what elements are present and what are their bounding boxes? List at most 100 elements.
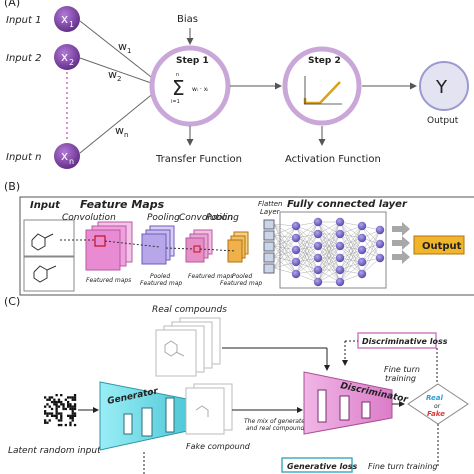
convolution-1-label: Convolution (62, 213, 116, 223)
bias-label: Bias (177, 14, 198, 25)
generative-loss-label: Generative loss (287, 462, 357, 471)
input-title-b: Input (30, 200, 61, 211)
step1-label: Step 1 (176, 56, 209, 66)
fc-node (357, 269, 367, 279)
fc-layer-frame (279, 211, 387, 289)
panel-b-frame (19, 196, 474, 296)
discriminator-block: Discriminator (303, 371, 409, 435)
pooling-1-label: Pooling (147, 213, 180, 223)
caption-pooled-2-line1: Pooled (232, 273, 252, 280)
fc-node (313, 229, 323, 239)
conv1-to-pool1-link (104, 240, 161, 248)
output-node-a: Y (419, 61, 469, 111)
convolution-2-label: Convolution (179, 213, 233, 223)
fc-node (335, 253, 345, 263)
caption-pooled-2-line2: Featured map (220, 280, 262, 287)
flatten-layer (263, 219, 275, 274)
sum-bottom: i=1 (171, 99, 180, 105)
flatten-label-line2: Layer (260, 208, 281, 216)
fc-node (335, 277, 345, 287)
fine-turn-training-2-label: Fine turn training (368, 462, 437, 471)
discriminative-loss-label: Discriminative loss (362, 337, 448, 346)
transfer-function-label: Transfer Function (155, 154, 242, 165)
fine-turn-training-1-line2: training (385, 374, 416, 383)
panel-c: (C) Real compounds Discriminative loss F… (4, 295, 469, 474)
step2-label: Step 2 (308, 56, 341, 66)
fc-node (291, 233, 301, 243)
weight-line-1 (79, 20, 156, 81)
weight-w2: w2 (108, 68, 121, 83)
weight-wn: wn (115, 124, 128, 139)
input-node-1-sub: 1 (69, 20, 74, 29)
fc-node (335, 229, 345, 239)
input-node-2-sub: 2 (69, 58, 74, 67)
input-1-label: Input 1 (6, 15, 41, 26)
pool1-feature-stack (141, 225, 175, 265)
input-node-1-text: x (61, 12, 68, 26)
latent-random-input-label: Latent random input (8, 446, 101, 456)
real-or-fake-decision: Real or Fake (407, 383, 469, 425)
panel-c-label: (C) (4, 295, 20, 308)
sum-term: wᵢ · xᵢ (192, 86, 208, 93)
conv2-feature-stack (185, 229, 213, 263)
caption-pooled-1-line2: Featured map (140, 280, 182, 287)
input-node-1: x 1 (54, 6, 80, 32)
fc-node (357, 245, 367, 255)
real-compounds-label: Real compounds (152, 305, 227, 315)
fake-compound-sheets (185, 383, 233, 435)
latent-noise-pattern (44, 394, 77, 427)
mix-label-line2: and real compounds (246, 425, 307, 432)
panel-a-label: (A) (4, 0, 20, 9)
fc-node (313, 241, 323, 251)
output-label-a: Output (427, 116, 459, 126)
fc-node (313, 217, 323, 227)
caption-featured-maps-2: Featured maps (188, 273, 233, 280)
sigma-symbol: Σ (172, 76, 185, 100)
pooling-2-label: Pooling (206, 213, 239, 223)
fc-output-arrows (392, 222, 410, 264)
panel-a: (A) Input 1 Input 2 Input n x 1 x 2 x n … (4, 0, 469, 169)
input-node-2-text: x (61, 50, 68, 64)
fc-node (375, 225, 385, 235)
step1-node: Step 1 Σ n i=1 wᵢ · xᵢ (149, 45, 231, 127)
input-n-label: Input n (6, 152, 41, 163)
fake-compound-label: Fake compound (186, 442, 251, 451)
weight-line-n (79, 91, 156, 154)
fc-node (291, 269, 301, 279)
flatten-label-line1: Flatten (258, 200, 283, 208)
fc-node (291, 245, 301, 255)
fc-node (313, 265, 323, 275)
fc-node (335, 241, 345, 251)
pool1-to-conv2-link (165, 247, 195, 250)
panel-b-label: (B) (4, 180, 20, 193)
fc-node (375, 253, 385, 263)
fc-node (335, 265, 345, 275)
fc-node (357, 257, 367, 267)
sum-top: n (176, 72, 179, 78)
real-compound-sheets (155, 317, 221, 377)
input-2-label: Input 2 (6, 53, 41, 64)
caption-pooled-1-line1: Pooled (150, 273, 170, 280)
real-word: Real (426, 394, 444, 402)
fc-node (335, 217, 345, 227)
fc-node (375, 239, 385, 249)
panel-b: (B) Input Feature Maps Convolution Pooli… (4, 180, 474, 296)
fc-node (291, 221, 301, 231)
weight-w1: w1 (118, 40, 131, 55)
input-node-n-text: x (61, 149, 68, 163)
generator-block: Generator (99, 381, 193, 451)
fc-node (313, 253, 323, 263)
fc-node (357, 221, 367, 231)
step2-node: Step 2 (282, 46, 362, 126)
weight-line-2 (79, 57, 155, 85)
generative-loss-box (281, 457, 353, 473)
mix-label-line1: The mix of generated (244, 418, 309, 425)
input-molecule-2 (23, 256, 75, 292)
input-molecule-1 (23, 219, 75, 257)
pool2-feature-stack (227, 231, 249, 263)
fc-network (273, 217, 385, 287)
input-node-2: x 2 (54, 44, 80, 70)
fc-node (291, 257, 301, 267)
input-node-n: x n (54, 143, 80, 169)
